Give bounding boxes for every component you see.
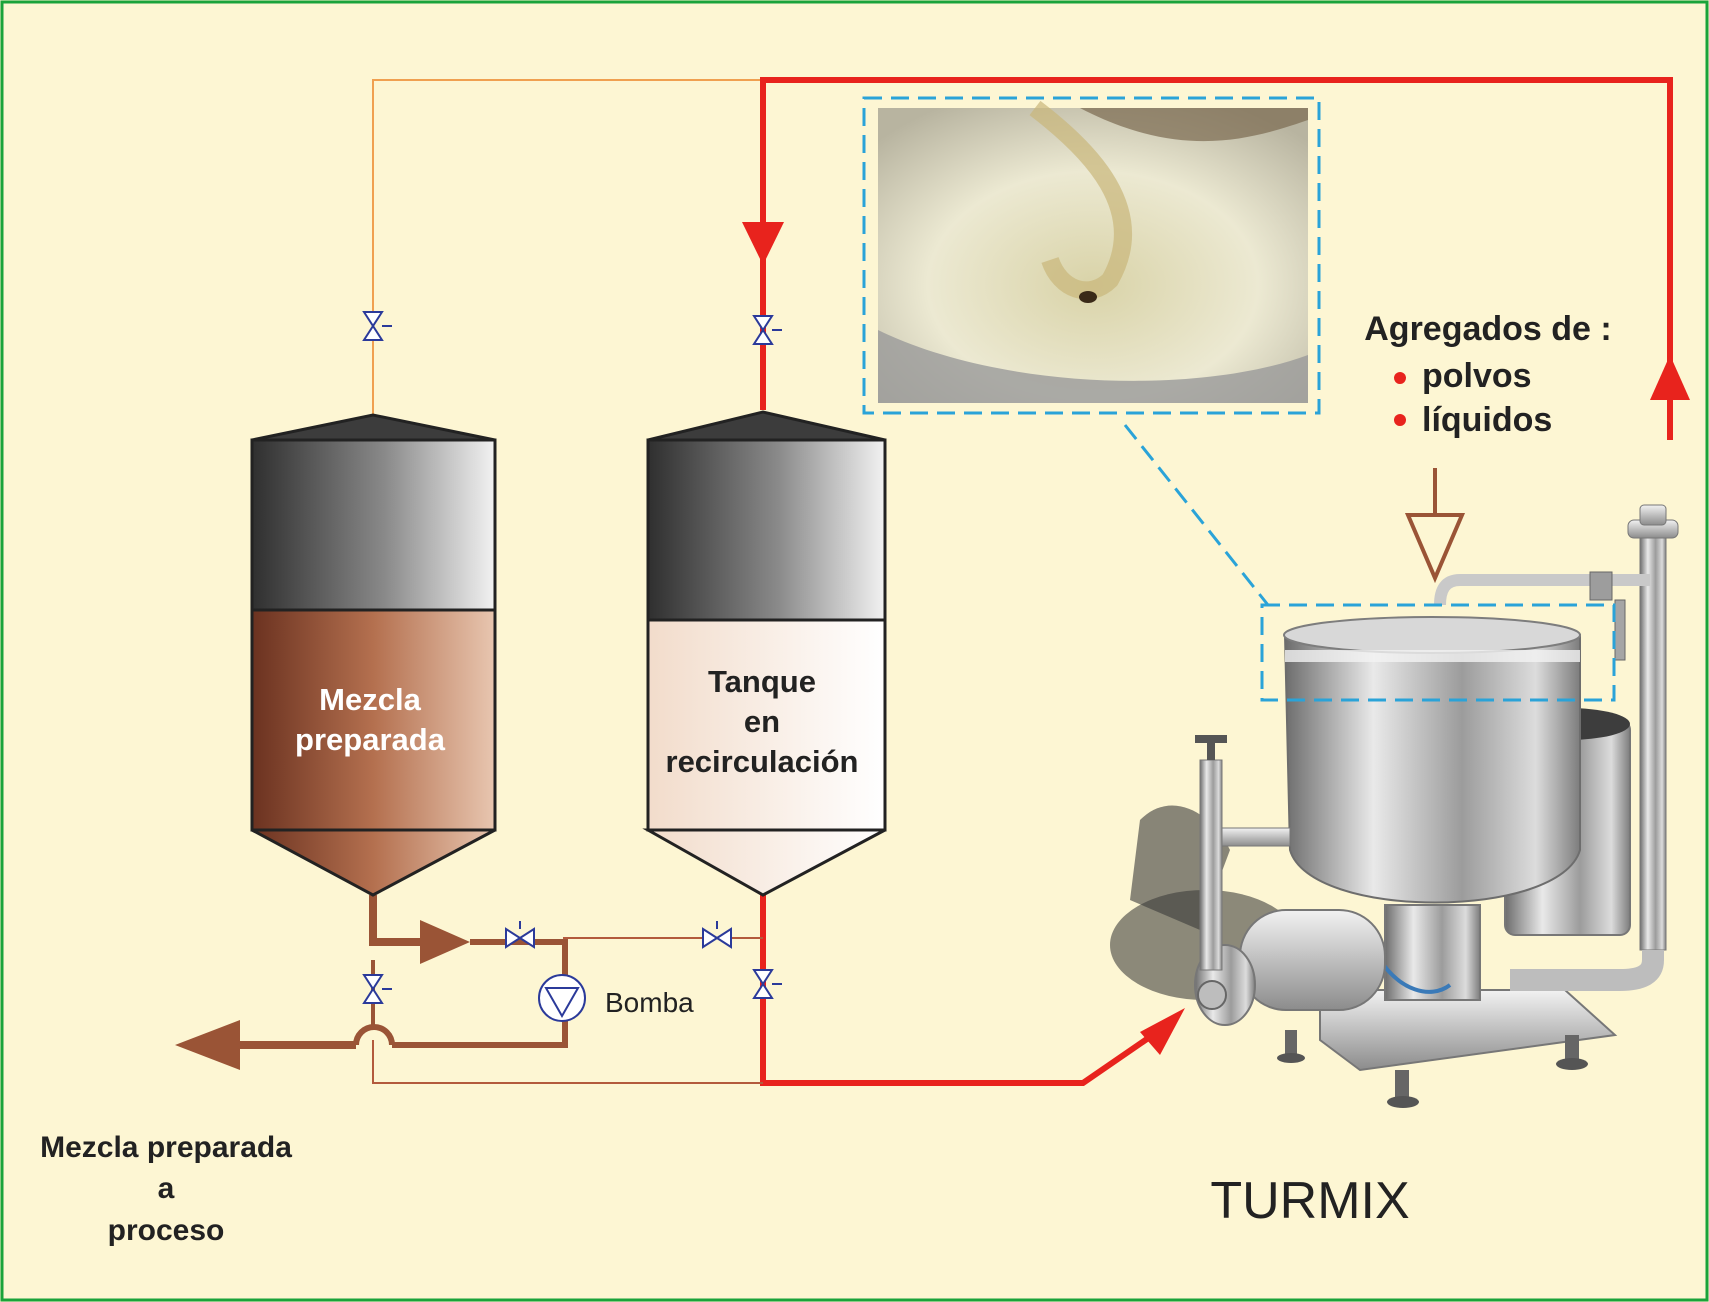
- input-arrow-icon: [1404, 468, 1466, 584]
- valve-icon[interactable]: [362, 311, 392, 341]
- tank-left-label-line1: Mezcla: [319, 682, 421, 717]
- flow-arrow-icon: [420, 920, 470, 964]
- valve-icon[interactable]: [702, 921, 732, 949]
- product-line: [369, 895, 430, 946]
- valve-icon[interactable]: [505, 921, 535, 949]
- drain-line: [372, 1040, 763, 1084]
- tank-recirculacion: Tanque en recirculación: [642, 410, 887, 897]
- outlet-label-line1: Mezcla preparada: [40, 1131, 292, 1164]
- recirculation-feed-line: [760, 895, 1162, 1086]
- bowl-callout-frame: [1260, 603, 1616, 702]
- flow-arrow-icon: [1140, 1008, 1185, 1055]
- vortex-photo: [878, 100, 1308, 403]
- tank-mezcla-preparada: Mezcla preparada: [250, 413, 497, 897]
- valve-icon[interactable]: [752, 969, 782, 999]
- bullet: [1394, 372, 1406, 384]
- additive-item-polvos: polvos: [1422, 357, 1532, 395]
- flow-arrow-icon: [1650, 355, 1690, 400]
- tank-left-label-line2: preparada: [295, 722, 446, 757]
- tank-right-label-line2: en: [744, 704, 780, 739]
- vent-line: [372, 79, 760, 415]
- outlet-label-line3: proceso: [108, 1214, 225, 1247]
- machine-label: TURMIX: [1210, 1172, 1409, 1230]
- tank-right-label-line3: recirculación: [666, 744, 859, 779]
- photo-callout-frame: [862, 96, 1321, 415]
- bullet: [1394, 414, 1406, 426]
- pump-label: Bomba: [605, 987, 694, 1018]
- callout-connector: [1123, 424, 1270, 606]
- turmix-machine: [1110, 504, 1679, 1108]
- tank-right-label-line1: Tanque: [708, 664, 816, 699]
- flow-arrow-icon: [742, 222, 784, 265]
- flow-arrow-icon: [175, 1020, 240, 1070]
- additive-item-liquidos: líquidos: [1422, 401, 1552, 439]
- valve-icon[interactable]: [362, 974, 392, 1004]
- valve-icon[interactable]: [752, 315, 782, 345]
- pump-icon[interactable]: [538, 974, 586, 1022]
- outlet-label-line2: a: [158, 1172, 175, 1205]
- additives-title: Agregados de :: [1364, 310, 1611, 348]
